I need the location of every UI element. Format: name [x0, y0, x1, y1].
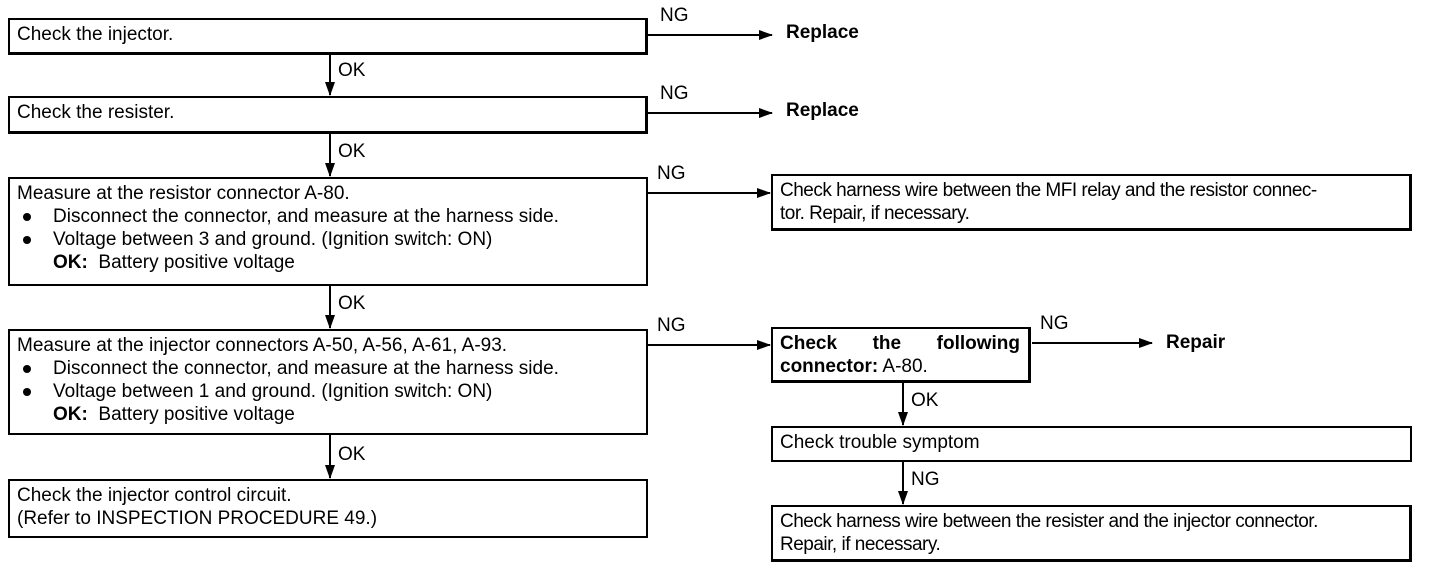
replace-result-1: Replace: [786, 22, 859, 43]
measure-resistor-title: Measure at the resistor connector A-80.: [17, 183, 350, 204]
ng-label-5: NG: [1040, 313, 1069, 334]
measure-injector-title: Measure at the injector connectors A-50,…: [17, 335, 508, 356]
check-following-connector-value: A-80.: [882, 356, 928, 377]
injector-control-line-2: (Refer to INSPECTION PROCEDURE 49.): [17, 508, 378, 529]
injector-control-line-1: Check the injector control circuit.: [17, 485, 292, 506]
replace-result-2: Replace: [786, 100, 859, 121]
measure-injector-ok-label: OK:: [53, 404, 88, 425]
measure-injector-ok-text: Battery positive voltage: [98, 404, 295, 425]
ng-label-4: NG: [657, 315, 686, 336]
check-following-box: Check the following connector: A-80.: [771, 327, 1031, 383]
repair-result: Repair: [1166, 332, 1226, 353]
check-injector-box: Check the injector.: [8, 18, 648, 55]
harness-mfi-line-2: tor. Repair, if necessary.: [780, 203, 970, 224]
measure-injector-box: Measure at the injector connectors A-50,…: [8, 329, 648, 435]
ok-label-2: OK: [338, 141, 366, 162]
check-trouble-text: Check trouble symptom: [780, 432, 980, 453]
check-injector-text: Check the injector.: [17, 24, 174, 45]
measure-injector-ok-line: OK: Battery positive voltage: [17, 403, 638, 426]
harness-injector-line-1: Check harness wire between the resister …: [780, 511, 1318, 532]
ng-label-2: NG: [660, 83, 689, 104]
ok-label-3: OK: [338, 293, 366, 314]
measure-resistor-ok-text: Battery positive voltage: [98, 252, 295, 273]
measure-resistor-bullet-2: Voltage between 3 and ground. (Ignition …: [17, 228, 638, 251]
measure-injector-bullet-2: Voltage between 1 and ground. (Ignition …: [17, 380, 638, 403]
ng-label-3: NG: [657, 163, 686, 184]
injector-control-circuit-box: Check the injector control circuit. (Ref…: [8, 479, 648, 538]
check-trouble-box: Check trouble symptom: [771, 426, 1412, 462]
harness-injector-line-2: Repair, if necessary.: [780, 534, 941, 555]
harness-injector-box: Check harness wire between the resister …: [771, 505, 1412, 562]
ok-label-5: OK: [911, 390, 939, 411]
harness-mfi-box: Check harness wire between the MFI relay…: [771, 174, 1412, 231]
ng-label-1: NG: [660, 5, 689, 26]
measure-resistor-ok-label: OK:: [53, 252, 88, 273]
harness-mfi-line-1: Check harness wire between the MFI relay…: [780, 180, 1317, 201]
check-following-line-1: Check the following: [780, 333, 1020, 354]
ok-label-4: OK: [338, 444, 366, 465]
ok-label-1: OK: [338, 60, 366, 81]
check-resister-box: Check the resister.: [8, 96, 648, 134]
measure-resistor-bullet-1: Disconnect the connector, and measure at…: [17, 205, 638, 228]
ng-label-6: NG: [911, 469, 940, 490]
check-resister-text: Check the resister.: [17, 102, 175, 123]
measure-resistor-ok-line: OK: Battery positive voltage: [17, 251, 638, 274]
measure-resistor-box: Measure at the resistor connector A-80. …: [8, 177, 648, 286]
check-following-connector-label: connector:: [780, 356, 879, 377]
measure-injector-bullet-1: Disconnect the connector, and measure at…: [17, 357, 638, 380]
check-following-line-2: connector: A-80.: [780, 355, 1020, 378]
